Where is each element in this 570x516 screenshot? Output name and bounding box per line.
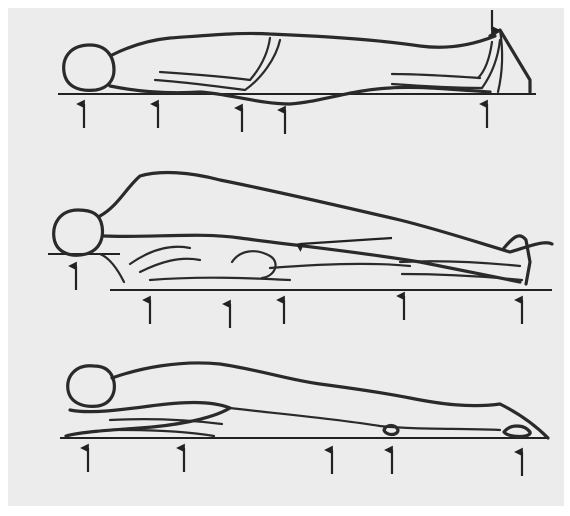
figure-canvas — [0, 0, 570, 516]
pressure-points-figure — [0, 0, 570, 516]
